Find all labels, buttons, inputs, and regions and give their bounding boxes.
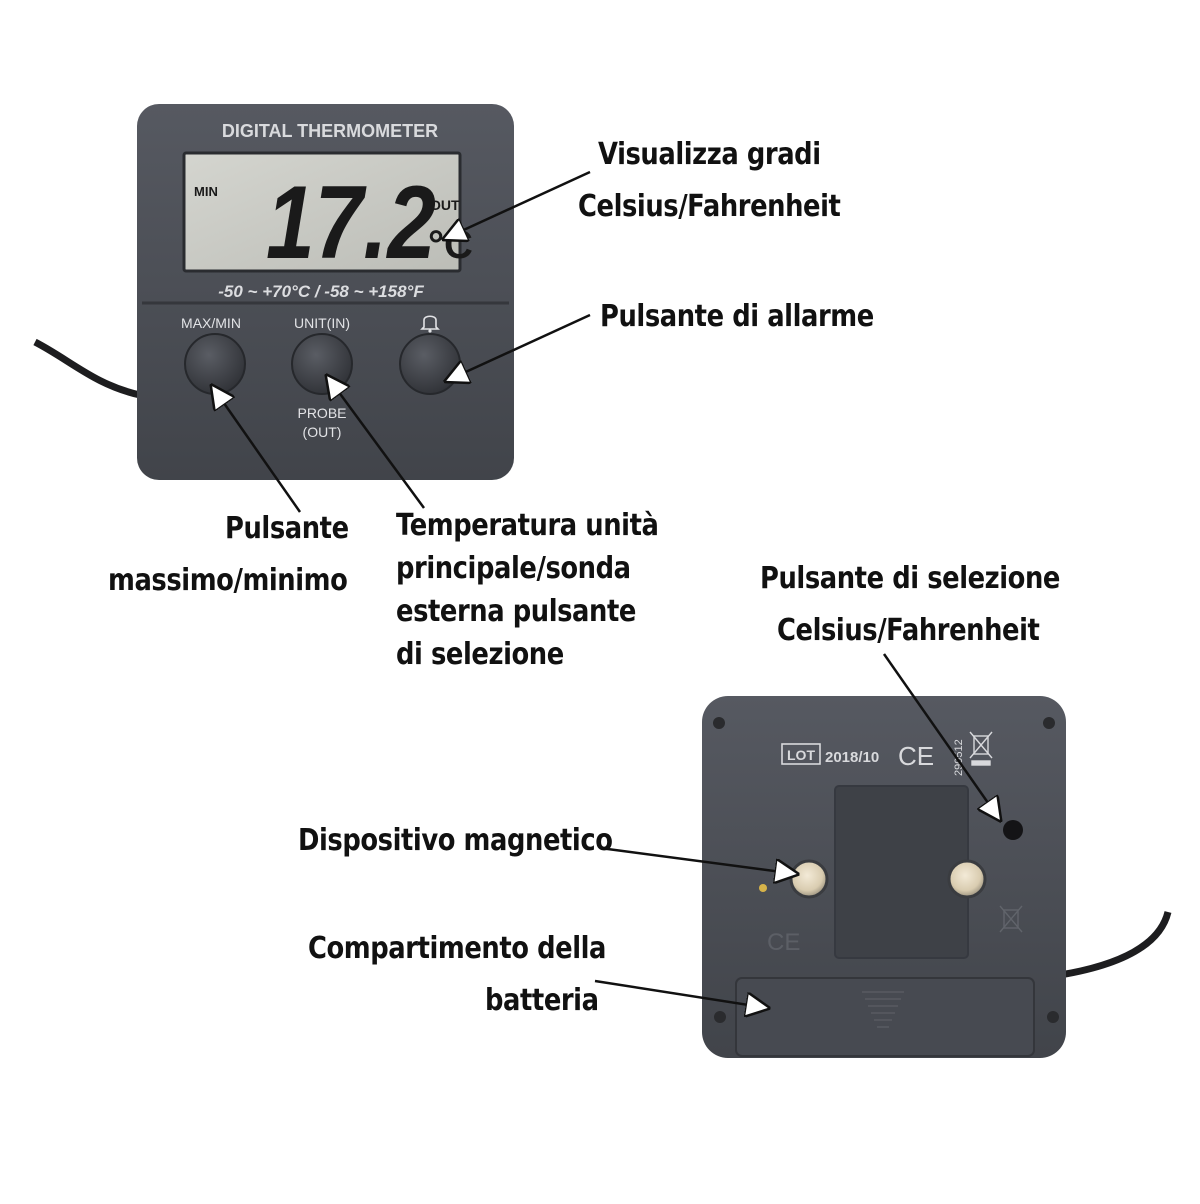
led-indicator xyxy=(759,884,767,892)
callout-alarm: Pulsante di allarme xyxy=(600,296,874,337)
arrow-magnet xyxy=(599,846,797,874)
callout-battery: Compartimento della xyxy=(308,928,606,969)
callout-magnet-line-1: Dispositivo magnetico xyxy=(298,823,613,858)
callout-unit-line-3: esterna pulsante xyxy=(396,594,636,629)
maxmin-button[interactable] xyxy=(184,333,246,395)
back-thermometer: LOT 2018/10 CE 290512 CE xyxy=(702,696,1172,1058)
arrow-alarm xyxy=(446,313,591,381)
weee-bin-icon xyxy=(969,731,993,766)
callout-maxmin: Pulsante xyxy=(225,508,349,549)
cf-select-button[interactable] xyxy=(1003,820,1023,840)
lcd-channel: OUT xyxy=(430,197,460,213)
callout-display-2: Celsius/Fahrenheit xyxy=(578,186,841,227)
callout-maxmin-line-1: Pulsante xyxy=(225,511,349,546)
battery-compartment[interactable] xyxy=(735,977,1035,1057)
lcd-screen xyxy=(182,151,462,273)
callout-magnet: Dispositivo magnetico xyxy=(298,820,613,861)
callout-cf-line-2: Celsius/Fahrenheit xyxy=(777,613,1040,648)
front-thermometer: DIGITAL THERMOMETER MIN 17.2 OUT °C -50 … xyxy=(33,104,514,480)
lot-date: 2018/10 xyxy=(825,749,879,766)
probe-cable xyxy=(33,338,141,399)
weee-bin-emboss-icon xyxy=(999,905,1023,933)
range-text: -50 ~ +70°C / -58 ~ +158°F xyxy=(218,282,424,301)
callout-display: Visualizza gradi xyxy=(598,134,821,175)
lot-box xyxy=(781,743,821,765)
magnet-left xyxy=(789,859,829,899)
callout-battery-line-1: Compartimento della xyxy=(308,931,607,966)
back-cable xyxy=(1059,910,1172,979)
callout-cf-select-2: Celsius/Fahrenheit xyxy=(777,610,1040,651)
lot-box-text: LOT xyxy=(787,747,815,763)
maxmin-label: MAX/MIN xyxy=(181,315,241,331)
lcd-mode: MIN xyxy=(194,184,218,199)
arrow-maxmin xyxy=(212,386,302,513)
unit-button[interactable] xyxy=(291,333,353,395)
callout-battery-line-2: batteria xyxy=(485,983,599,1018)
battery-grip xyxy=(862,991,904,1028)
arrow-unit-select xyxy=(327,376,426,509)
screw xyxy=(1043,717,1055,729)
callout-arrows xyxy=(212,170,1000,1008)
callout-maxmin-2: massimo/minimo xyxy=(108,560,348,601)
arrow-display xyxy=(444,170,591,239)
callout-display-line-2: Celsius/Fahrenheit xyxy=(578,189,841,224)
serial-text: 290512 xyxy=(953,739,965,776)
ce-emboss: CE xyxy=(767,929,800,956)
alarm-button[interactable] xyxy=(399,333,461,395)
callout-cf-line-1: Pulsante di selezione xyxy=(760,561,1060,596)
callout-unit-line-2: principale/sonda xyxy=(396,551,631,586)
stand-recess xyxy=(834,785,969,959)
callout-maxmin-line-2: massimo/minimo xyxy=(108,563,348,598)
callout-unit-line-1: Temperatura unità xyxy=(396,508,659,543)
screw xyxy=(1047,1011,1059,1023)
callout-display-line-1: Visualizza gradi xyxy=(598,137,821,172)
arrow-battery xyxy=(594,979,768,1008)
bell-icon xyxy=(420,315,440,333)
probe-label-2: (OUT) xyxy=(303,424,342,440)
lcd-reading: 17.2 xyxy=(266,165,436,281)
magnet-right xyxy=(947,859,987,899)
callout-alarm-line-1: Pulsante di allarme xyxy=(600,299,874,334)
unit-label: UNIT(IN) xyxy=(294,315,350,331)
ce-mark: CE xyxy=(898,741,934,771)
callout-unit-line-4: di selezione xyxy=(396,637,564,672)
callout-battery-2: batteria xyxy=(485,980,599,1021)
probe-label-1: PROBE xyxy=(297,405,346,421)
arrow-cf-select xyxy=(882,653,1000,820)
callout-unit-select: Temperatura unità principale/sonda ester… xyxy=(396,504,659,676)
callout-cf-select: Pulsante di selezione xyxy=(760,558,1060,599)
screw xyxy=(713,717,725,729)
brand-text: DIGITAL THERMOMETER xyxy=(222,121,438,141)
screw xyxy=(714,1011,726,1023)
